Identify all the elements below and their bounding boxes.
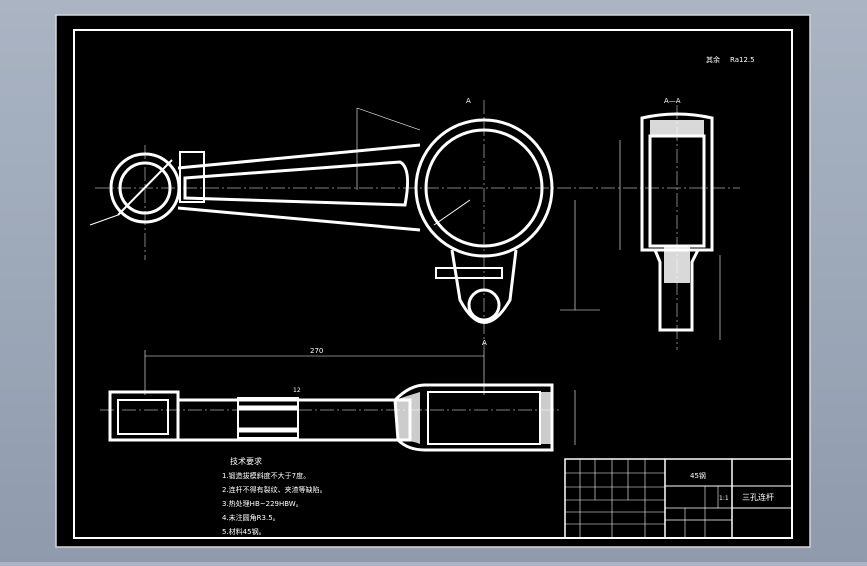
tech-requirement-item: 4.未注圆角R3.5。 (222, 513, 280, 522)
section-mark-top: A (466, 97, 471, 105)
title-block: 45钢 三孔连杆 1:1 (564, 458, 793, 539)
lug-hole (467, 288, 501, 322)
section-view: A—A (619, 97, 721, 350)
front-view: A A (89, 97, 740, 350)
material-cell: 45钢 (690, 471, 706, 480)
section-view-label: A—A (664, 97, 681, 105)
tech-requirement-item: 1.锻造拔模斜度不大于7度。 (222, 471, 310, 480)
tech-requirement-item: 5.材料45钢。 (222, 527, 266, 536)
drawing-frame (73, 29, 793, 539)
roughness-note: 其余 (706, 55, 720, 64)
small-end-top (108, 390, 180, 442)
big-end-outer (414, 118, 554, 258)
drawing-sheet (55, 14, 811, 548)
scale-cell: 1:1 (719, 495, 729, 502)
big-end-bore (424, 128, 544, 248)
tech-requirement-item: 2.连杆不得有裂纹、夹渣等缺陷。 (222, 485, 327, 494)
dimension-270: 270 (310, 347, 323, 355)
dimension-12: 12 (293, 387, 301, 394)
part-name-cell: 三孔连杆 (742, 492, 774, 502)
big-end-top (393, 383, 554, 452)
top-view: 270 12 (100, 347, 576, 452)
tech-requirements-heading: 技术要求 (230, 456, 262, 466)
small-end-bore (118, 161, 172, 215)
section-mark-bottom: A (482, 339, 487, 347)
shank-slot (183, 160, 410, 207)
tech-requirement-item: 3.热处理HB~229HBW。 (222, 499, 303, 508)
lower-lug (450, 249, 518, 324)
roughness-value: Ra12.5 (730, 56, 755, 64)
tech-requirements: 技术要求 1.锻造拔模斜度不大于7度。 2.连杆不得有裂纹、夹渣等缺陷。 3.热… (222, 456, 327, 536)
